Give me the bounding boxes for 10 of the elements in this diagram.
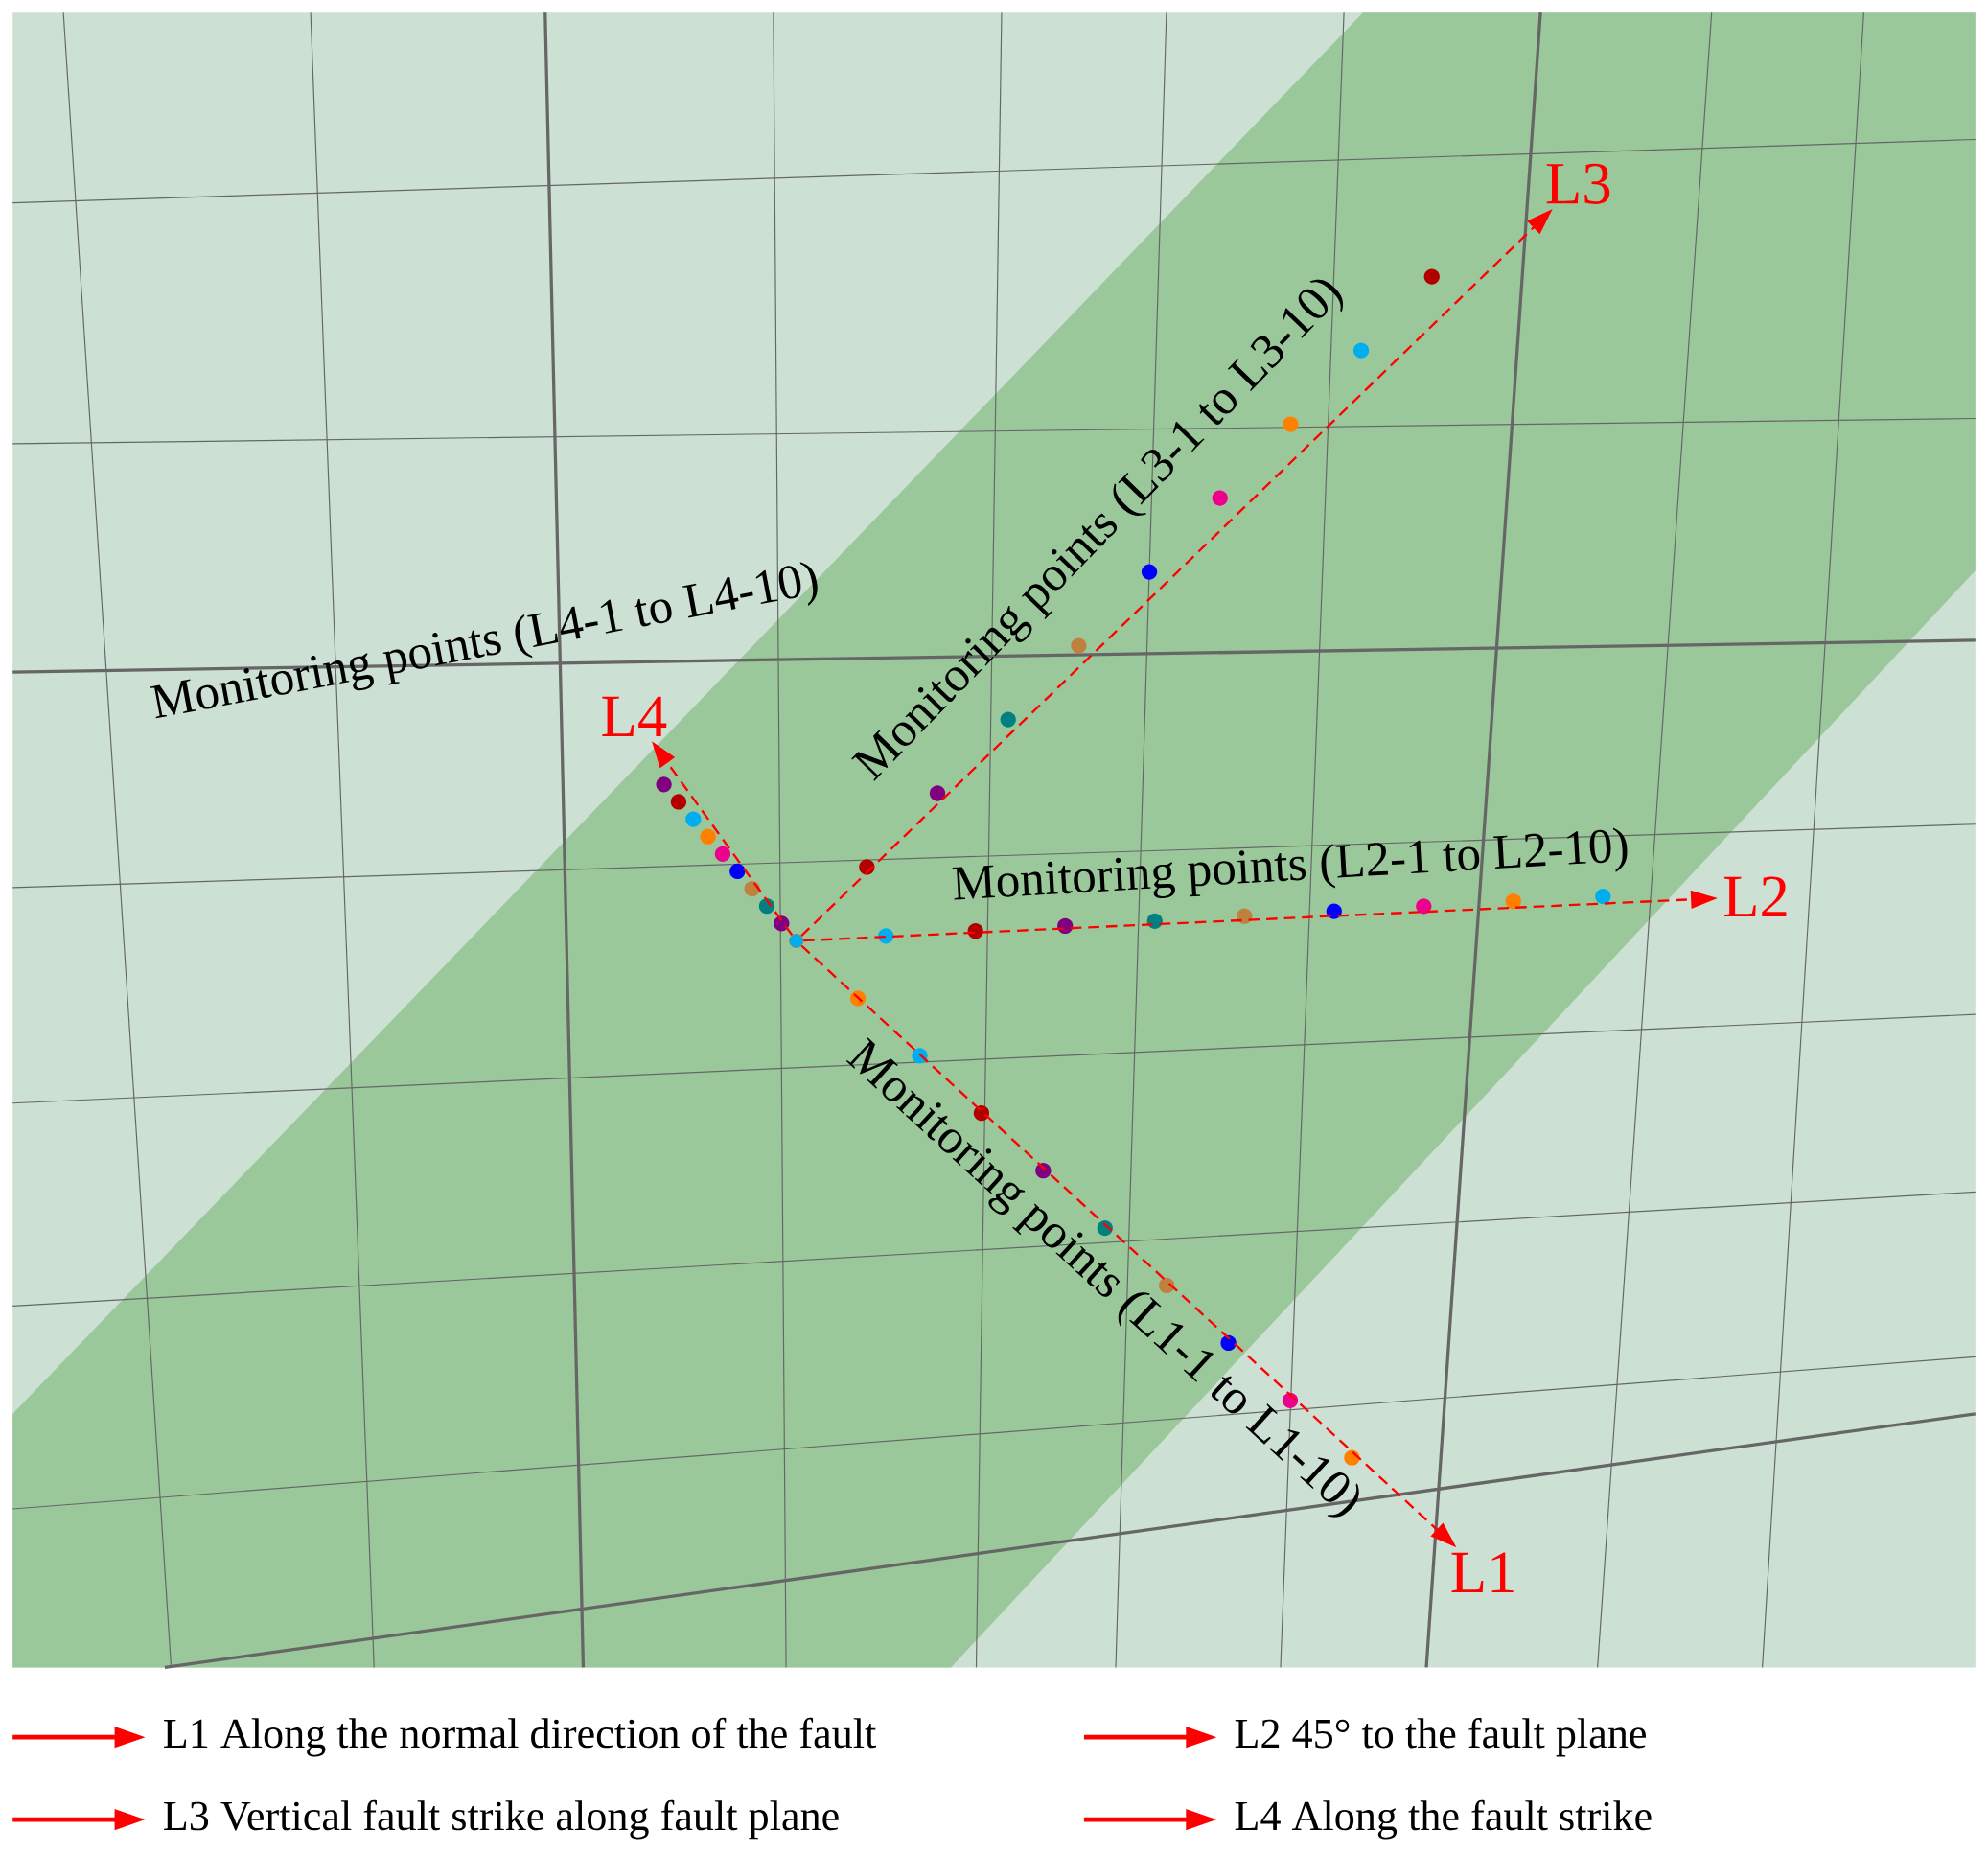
line-end-label: L4 <box>602 696 667 737</box>
legend-text: L4 Along the fault strike <box>1235 1799 1652 1840</box>
legend-text: L3 Vertical fault strike along fault plane <box>164 1799 839 1840</box>
origin-point <box>789 934 804 948</box>
edge-label: Monitoring points (L2-1 to L2-10) <box>952 827 1628 900</box>
legend-text: L2 45° to the fault plane <box>1235 1718 1646 1757</box>
legend-text: L1 Along the normal direction of the fault <box>164 1717 877 1757</box>
line-end-label: L2 <box>1723 876 1787 917</box>
line-end-label: L1 <box>1451 1552 1514 1592</box>
line-end-label: L3 <box>1546 163 1610 204</box>
